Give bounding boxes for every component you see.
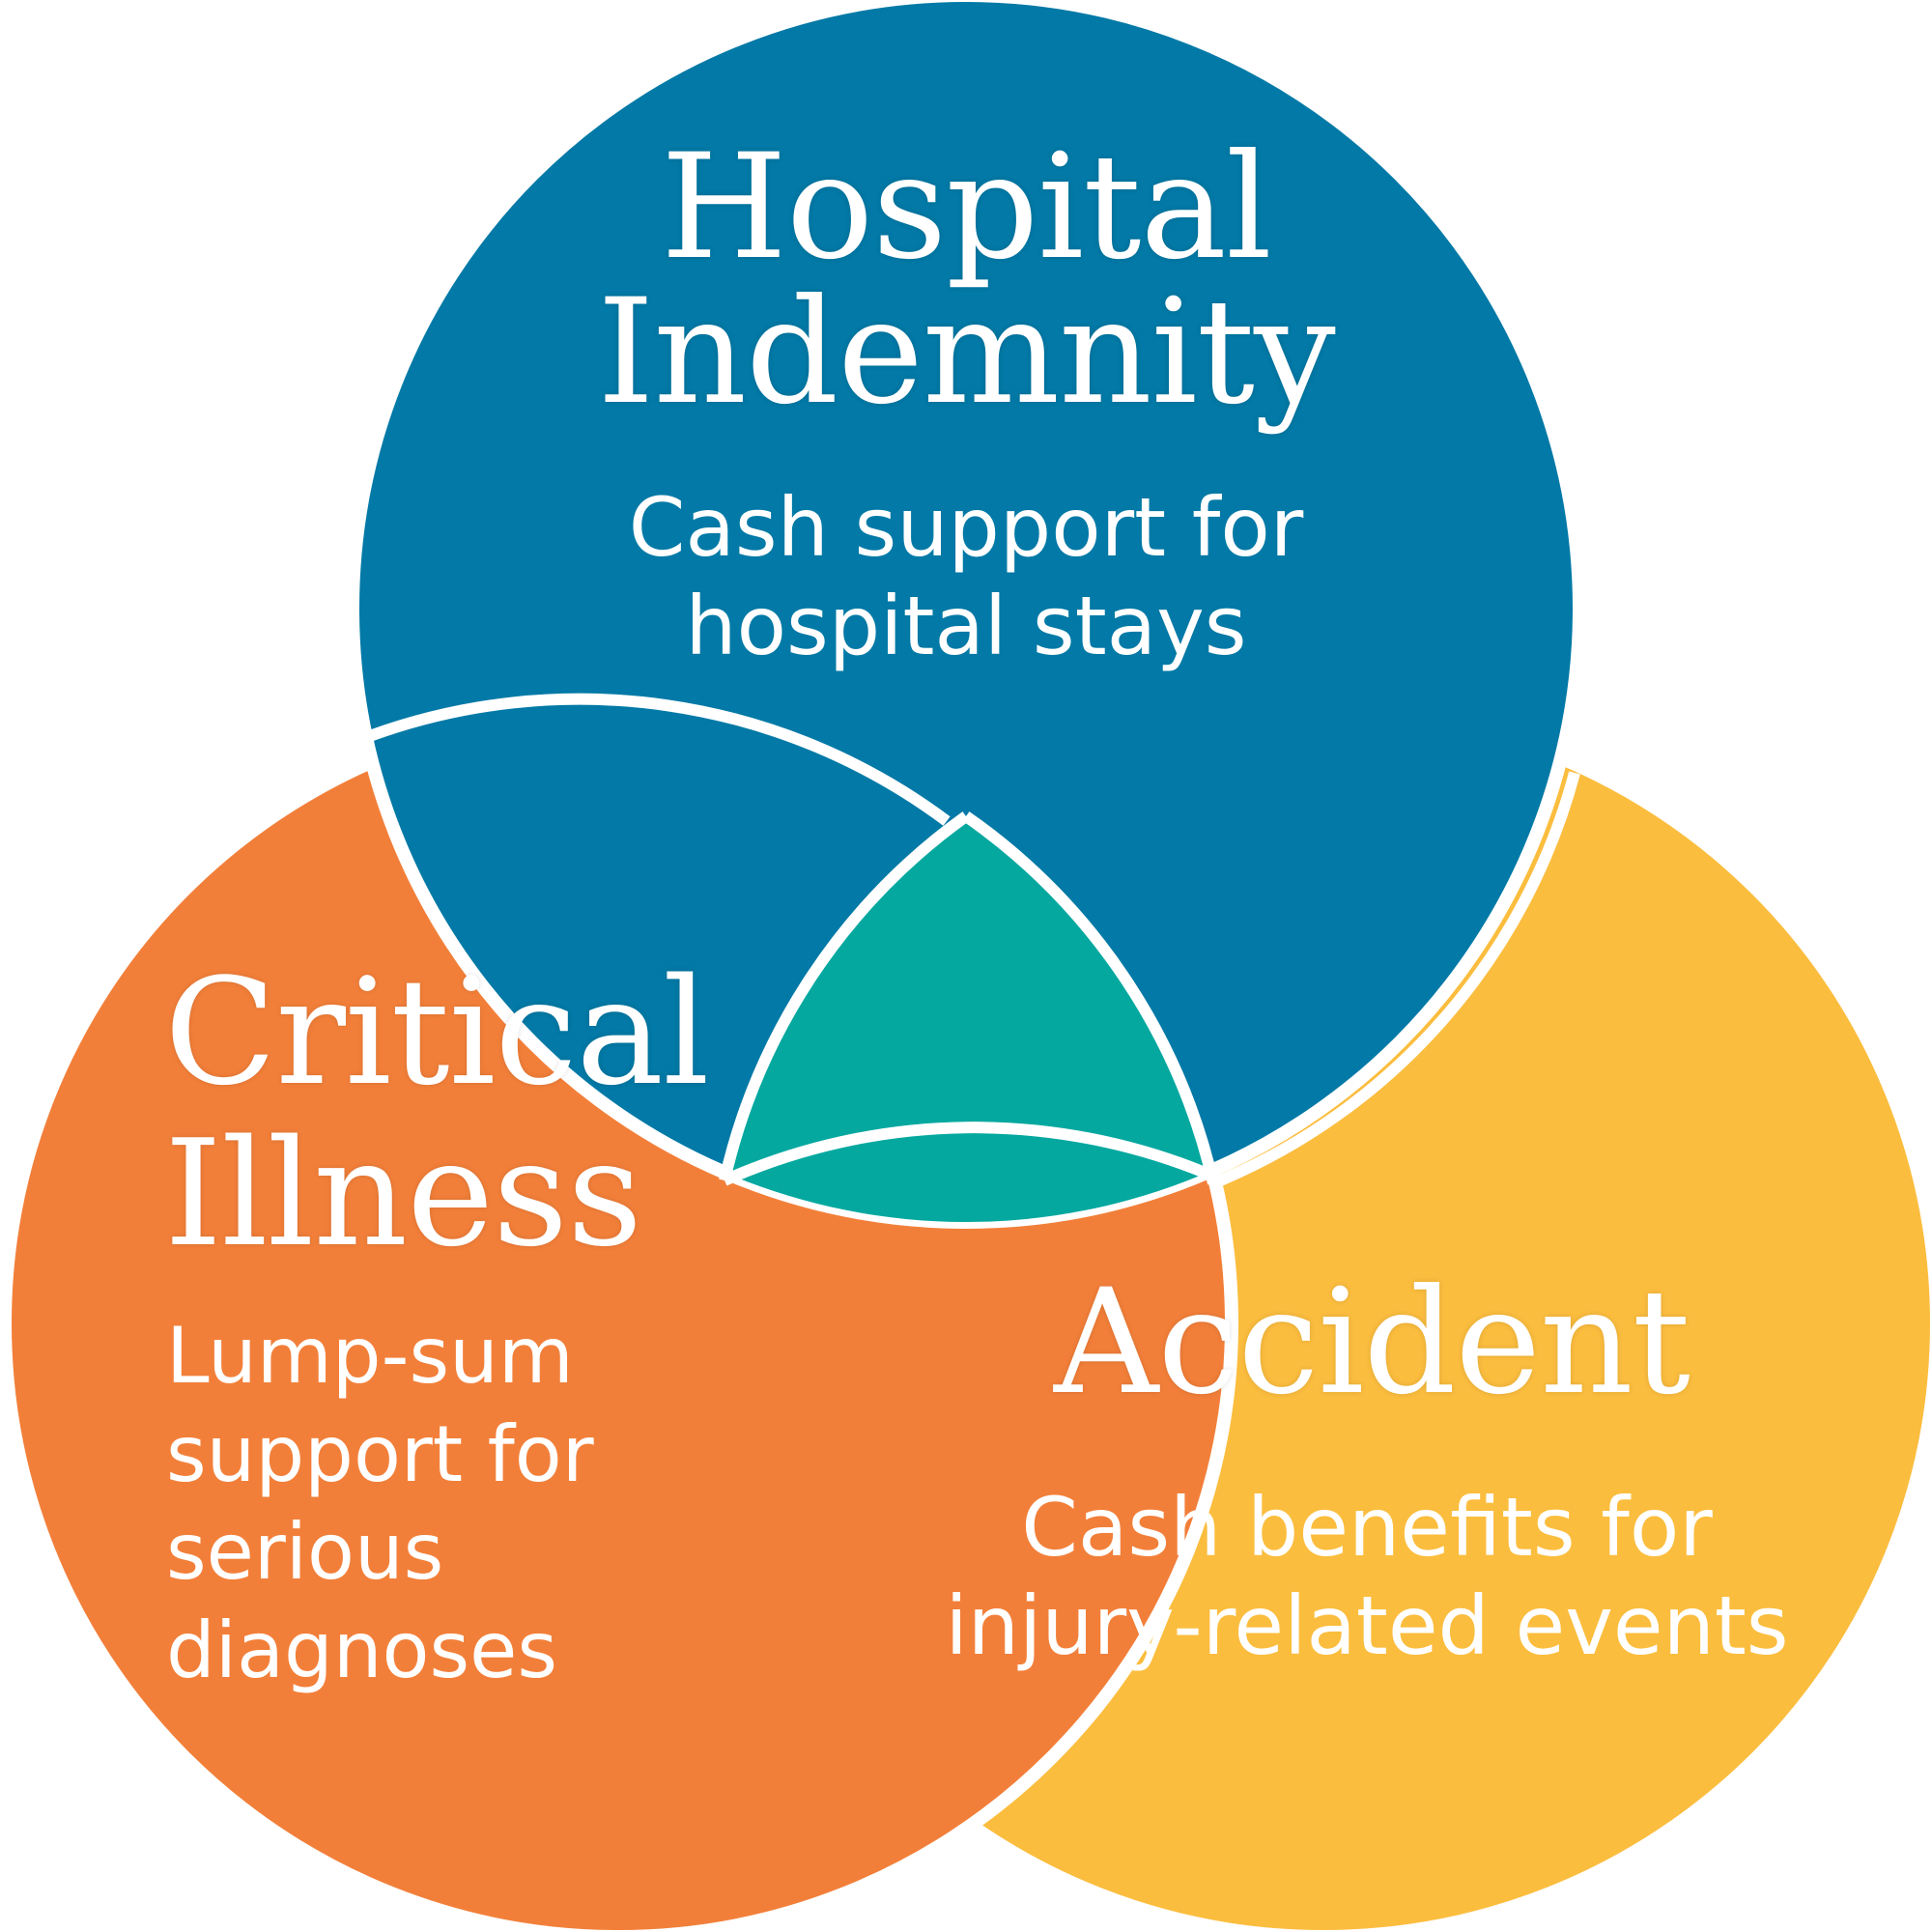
critical-title-line-1: Critical xyxy=(164,947,710,1118)
hospital-indemnity-description: Cash support for hospital stays xyxy=(541,478,1391,676)
accident-title-line-1: Accident xyxy=(1054,1259,1690,1427)
overlap-divider-left xyxy=(364,693,951,826)
accident-desc-line-1: Cash benefits for xyxy=(1021,1480,1713,1575)
accident-title: Accident xyxy=(966,1270,1777,1415)
overlap-divider-center-right xyxy=(962,811,1219,1185)
hospital-title-line-1: Hospital xyxy=(661,124,1272,292)
critical-desc-line-4: diagnoses xyxy=(166,1605,558,1695)
hospital-desc-line-2: hospital stays xyxy=(685,579,1247,674)
accident-desc-line-2: injury-related events xyxy=(945,1578,1789,1674)
overlap-divider-center-left xyxy=(719,811,970,1182)
accident-description: Cash benefits for injury-related events xyxy=(884,1478,1850,1676)
critical-desc-line-3: serious xyxy=(166,1507,444,1598)
hospital-desc-line-1: Cash support for xyxy=(628,480,1304,575)
critical-desc-line-2: support for xyxy=(166,1408,594,1499)
overlap-divider-lower xyxy=(722,1122,1210,1186)
critical-illness-description: Lump-sum support for serious diagnoses xyxy=(166,1307,707,1699)
center-overlap-region xyxy=(724,816,1208,1222)
critical-illness-title: Critical Illness xyxy=(164,947,763,1280)
overlap-divider-right xyxy=(1210,771,1580,1189)
critical-title-line-2: Illness xyxy=(164,1108,642,1280)
hospital-title-line-2: Indemnity xyxy=(597,269,1336,437)
critical-desc-line-1: Lump-sum xyxy=(166,1311,574,1401)
hospital-indemnity-title: Hospital Indemnity xyxy=(541,135,1391,425)
